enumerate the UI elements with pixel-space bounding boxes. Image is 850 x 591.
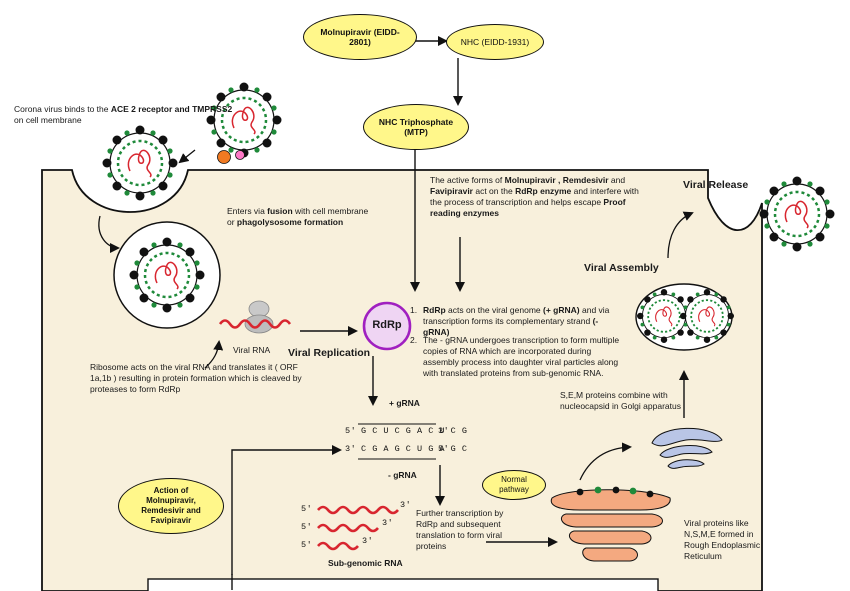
action-drugs-label: Action of Molnupiravir, Remdesivir and F… (141, 486, 201, 525)
sem-annotation: S,E,M proteins combine with nucleocapsid… (560, 390, 681, 411)
seq-top-3prime: 3' (438, 426, 450, 436)
ace2-receptor-icon (217, 150, 231, 164)
seq-bottom-3prime: 3' (345, 444, 357, 454)
step2-annotation: The - gRNA undergoes transcription to fo… (423, 335, 620, 378)
drug-mechanism-annotation: The active forms of Molnupiravir , Remde… (430, 175, 639, 218)
subgenomic-rna-3 (317, 541, 359, 551)
sg2-5prime: 5' (301, 522, 313, 532)
sg3-5prime: 5' (301, 540, 313, 550)
bottom-panel (147, 578, 659, 591)
action-drugs-node: Action of Molnupiravir, Remdesivir and F… (118, 478, 224, 534)
rdrp-enzyme-icon (362, 301, 412, 351)
minus-grna-label: - gRNA (388, 470, 417, 480)
seq-top: G C U C G A C U C G (361, 426, 468, 436)
nhc-node: NHC (EIDD-1931) (446, 24, 544, 60)
host-cell (41, 169, 763, 591)
seq-top-5prime: 5' (345, 426, 357, 436)
subgenomic-rna-1 (317, 505, 399, 515)
molnupiravir-label: Molnupiravir (EIDD-2801) (320, 27, 400, 47)
viral-rna-icon (218, 319, 292, 329)
rdrp-label: RdRp (372, 319, 402, 331)
normal-pathway-node: Normal pathway (482, 470, 546, 500)
seq-bottom-5prime: 5' (438, 444, 450, 454)
binding-annotation: Corona virus binds to the ACE 2 receptor… (14, 104, 233, 125)
tmprss2-icon (235, 150, 245, 160)
viral-release-label: Viral Release (683, 179, 749, 191)
seq-bottom: C G A G C U G A G C (361, 444, 468, 454)
virus-released-icon (758, 175, 836, 253)
ribosome-annotation: Ribosome acts on the viral RNA and trans… (90, 362, 302, 394)
entry-annotation: Enters via fusion with cell membrane or … (227, 206, 369, 227)
molnupiravir-node: Molnupiravir (EIDD-2801) (303, 14, 417, 60)
further-transcription-annotation: Further transcription by RdRp and subseq… (416, 508, 504, 551)
nhc-label: NHC (EIDD-1931) (460, 37, 530, 47)
sg3-3prime: 3' (362, 536, 374, 546)
plus-grna-label: + gRNA (389, 398, 420, 408)
er-proteins-annotation: Viral proteins like N,S,M,E formed in Ro… (684, 518, 761, 561)
golgi-apparatus-icon (651, 427, 723, 469)
sg2-3prime: 3' (382, 518, 394, 528)
nhc-triphosphate-node: NHC Triphosphate (MTP) (363, 104, 469, 150)
subgenomic-rna-label: Sub-genomic RNA (328, 558, 403, 568)
sg1-3prime: 3' (400, 500, 412, 510)
viral-replication-label: Viral Replication (288, 347, 371, 359)
nhc-triphosphate-label: NHC Triphosphate (MTP) (378, 117, 454, 137)
step2-number: 2. (410, 335, 418, 345)
subgenomic-rna-2 (317, 523, 379, 533)
viral-rna-label: Viral RNA (233, 345, 271, 355)
virus-binding-icon (101, 124, 179, 202)
viral-assembly-label: Viral Assembly (584, 262, 659, 274)
normal-pathway-label: Normal pathway (499, 475, 529, 494)
step1-annotation: RdRp acts on the viral genome (+ gRNA) a… (423, 305, 610, 337)
sg1-5prime: 5' (301, 504, 313, 514)
step1-number: 1. (410, 305, 418, 315)
